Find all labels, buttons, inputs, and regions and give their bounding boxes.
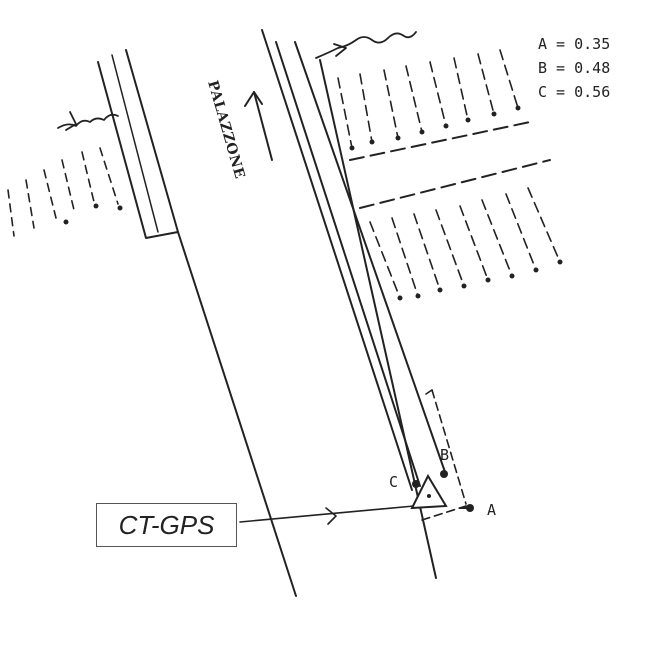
hatch-dots-top-right <box>349 105 521 151</box>
station-dashed-outline <box>421 389 467 521</box>
wavy-boundary-top <box>315 31 417 59</box>
direction-arrow <box>244 91 273 161</box>
hatch-dots-left <box>63 203 123 225</box>
station-leader-line <box>239 505 415 525</box>
legend-row-a: A = 0.35 <box>538 35 610 53</box>
station-label: CT-GPS <box>118 509 215 540</box>
road-left-edge <box>177 231 297 597</box>
terrace-edges <box>349 121 551 209</box>
hatch-dots-lower-right <box>397 259 563 301</box>
station-label-box: CT-GPS <box>96 503 237 547</box>
point-c-marker <box>412 480 420 488</box>
point-label-c: C <box>389 473 398 491</box>
point-label-a: A <box>487 501 496 519</box>
slope-hatching-left <box>7 147 119 237</box>
gps-station-triangle-icon <box>410 473 448 510</box>
street-name: PALAZZONE <box>204 79 247 181</box>
slope-hatching-lower-right <box>369 187 561 299</box>
point-label-b: B <box>440 446 449 464</box>
point-b-marker <box>440 470 448 478</box>
road-right-edges <box>261 29 446 579</box>
legend-row-b: B = 0.48 <box>538 59 610 77</box>
left-block-outline <box>97 49 179 239</box>
slope-hatching-top-right <box>337 49 519 149</box>
legend: A = 0.35 B = 0.48 C = 0.56 <box>538 35 610 101</box>
wavy-boundary-left <box>57 111 119 131</box>
legend-row-c: C = 0.56 <box>538 83 610 101</box>
